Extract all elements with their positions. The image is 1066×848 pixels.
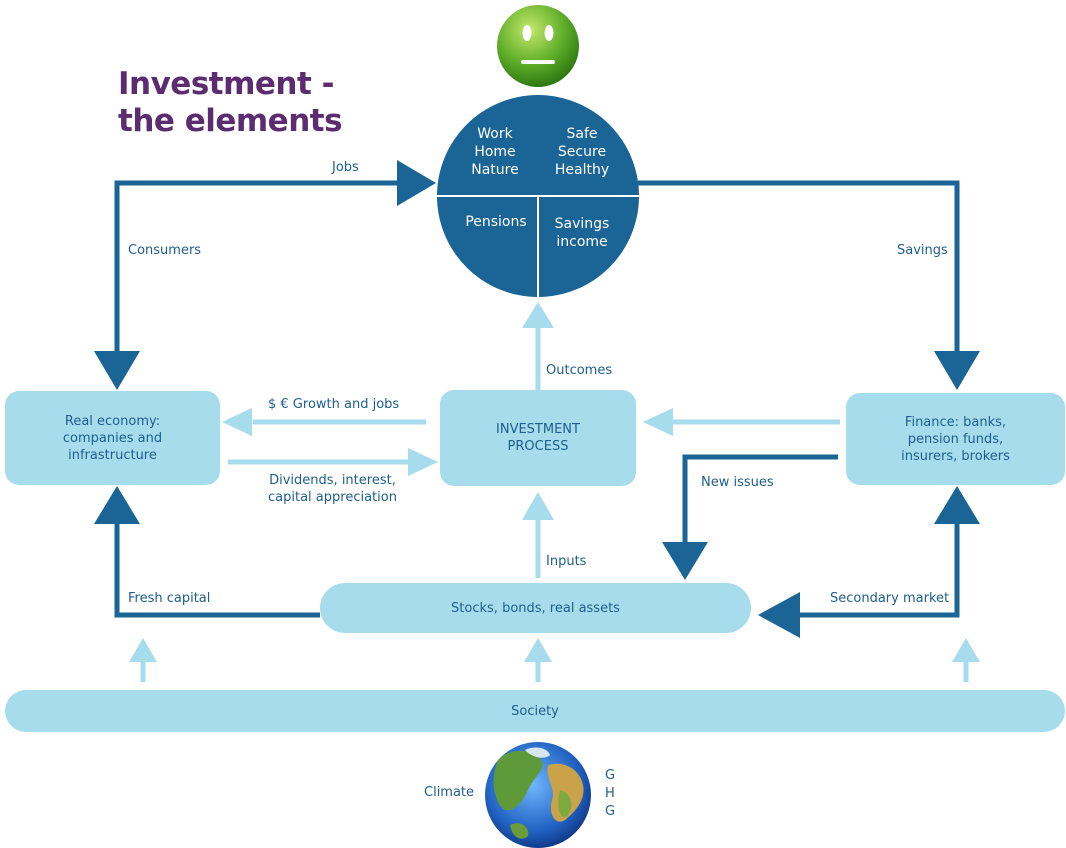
growth-jobs-label: $ € Growth and jobs <box>268 397 400 412</box>
savings-label: Savings <box>897 243 948 258</box>
finance-box: Finance: banks, pension funds, insurers,… <box>846 393 1065 485</box>
outcomes-label: Outcomes <box>546 363 613 378</box>
real-economy-line-1: Real economy: <box>64 413 161 429</box>
society-label: Society <box>511 703 559 719</box>
outer-loop-arrowheads <box>94 160 980 638</box>
neutral-face-icon <box>497 5 579 87</box>
investment-process-line-2: PROCESS <box>507 439 569 454</box>
circle-top-right-text: Safe Secure Healthy <box>548 125 616 179</box>
finance-up-arrowhead <box>934 486 980 524</box>
circle-income: income <box>556 234 608 250</box>
ghg-label: G H G <box>605 767 615 821</box>
diagram-title: Investment - the elements <box>118 66 343 140</box>
globe-icon <box>485 742 591 848</box>
new-issues-label: New issues <box>701 475 774 490</box>
society-right-arrowhead <box>952 638 980 662</box>
circle-bottom-right-text: Savings income <box>546 215 618 251</box>
outcomes-arrowhead <box>522 302 554 328</box>
new-issues-arrowhead <box>662 542 708 580</box>
stocks-box: Stocks, bonds, real assets <box>320 583 751 633</box>
circle-healthy: Healthy <box>554 162 610 178</box>
ghg-g1: G <box>605 768 616 783</box>
investment-process-line-1: INVESTMENT <box>496 422 580 437</box>
circle-nature: Nature <box>471 162 519 178</box>
circle-top-left-text: Work Home Nature <box>463 125 527 179</box>
real-economy-box: Real economy: companies and infrastructu… <box>5 391 220 485</box>
secondary-market-arrowhead <box>758 592 800 638</box>
savings-arrowhead <box>934 351 980 390</box>
circle-secure: Secure <box>557 144 607 160</box>
consumers-label: Consumers <box>128 243 202 258</box>
finance-line-2: pension funds, <box>907 431 1004 447</box>
finance-line-3: insurers, brokers <box>901 448 1010 464</box>
ghg-g2: G <box>605 804 616 819</box>
circle-home: Home <box>474 144 516 160</box>
title-line-2: the elements <box>118 103 343 139</box>
circle-pensions: Pensions <box>465 214 527 230</box>
dividends-line-1: Dividends, interest, <box>269 473 396 488</box>
inputs-label: Inputs <box>546 554 587 569</box>
society-left-arrowhead <box>129 638 157 662</box>
real-economy-line-2: companies and <box>62 430 163 446</box>
fresh-capital-label: Fresh capital <box>128 591 211 606</box>
inner-flow-lines <box>140 326 969 682</box>
circle-safe: Safe <box>566 126 598 142</box>
title-line-1: Investment - <box>118 66 334 102</box>
society-center-arrowhead <box>524 638 552 662</box>
wellbeing-circle <box>437 95 639 297</box>
growth-arrowhead <box>222 408 252 436</box>
inner-flow-arrowheads <box>129 302 980 662</box>
outer-loop-lines <box>114 180 960 618</box>
finance-line-1: Finance: banks, <box>904 414 1007 430</box>
dividends-line-2: capital appreciation <box>268 490 397 505</box>
society-box: Society <box>5 690 1065 732</box>
circle-savings: Savings <box>554 216 610 232</box>
investment-process-box: INVESTMENT PROCESS <box>440 390 636 486</box>
dividends-arrowhead <box>408 448 438 476</box>
dividends-label: Dividends, interest, capital appreciatio… <box>268 472 397 506</box>
inputs-arrowhead <box>522 492 554 520</box>
ghg-h: H <box>605 786 615 801</box>
circle-bottom-left-text: Pensions <box>458 213 534 231</box>
climate-label: Climate <box>424 785 475 800</box>
consumers-arrowhead <box>94 351 140 390</box>
secondary-market-label: Secondary market <box>830 591 950 606</box>
fresh-capital-arrowhead <box>94 486 140 524</box>
real-economy-line-3: infrastructure <box>68 447 157 463</box>
stocks-label: Stocks, bonds, real assets <box>451 600 620 616</box>
jobs-arrowhead <box>397 160 436 206</box>
circle-work: Work <box>477 126 513 142</box>
jobs-label: Jobs <box>332 160 359 175</box>
finance-to-process-arrowhead <box>643 408 673 436</box>
